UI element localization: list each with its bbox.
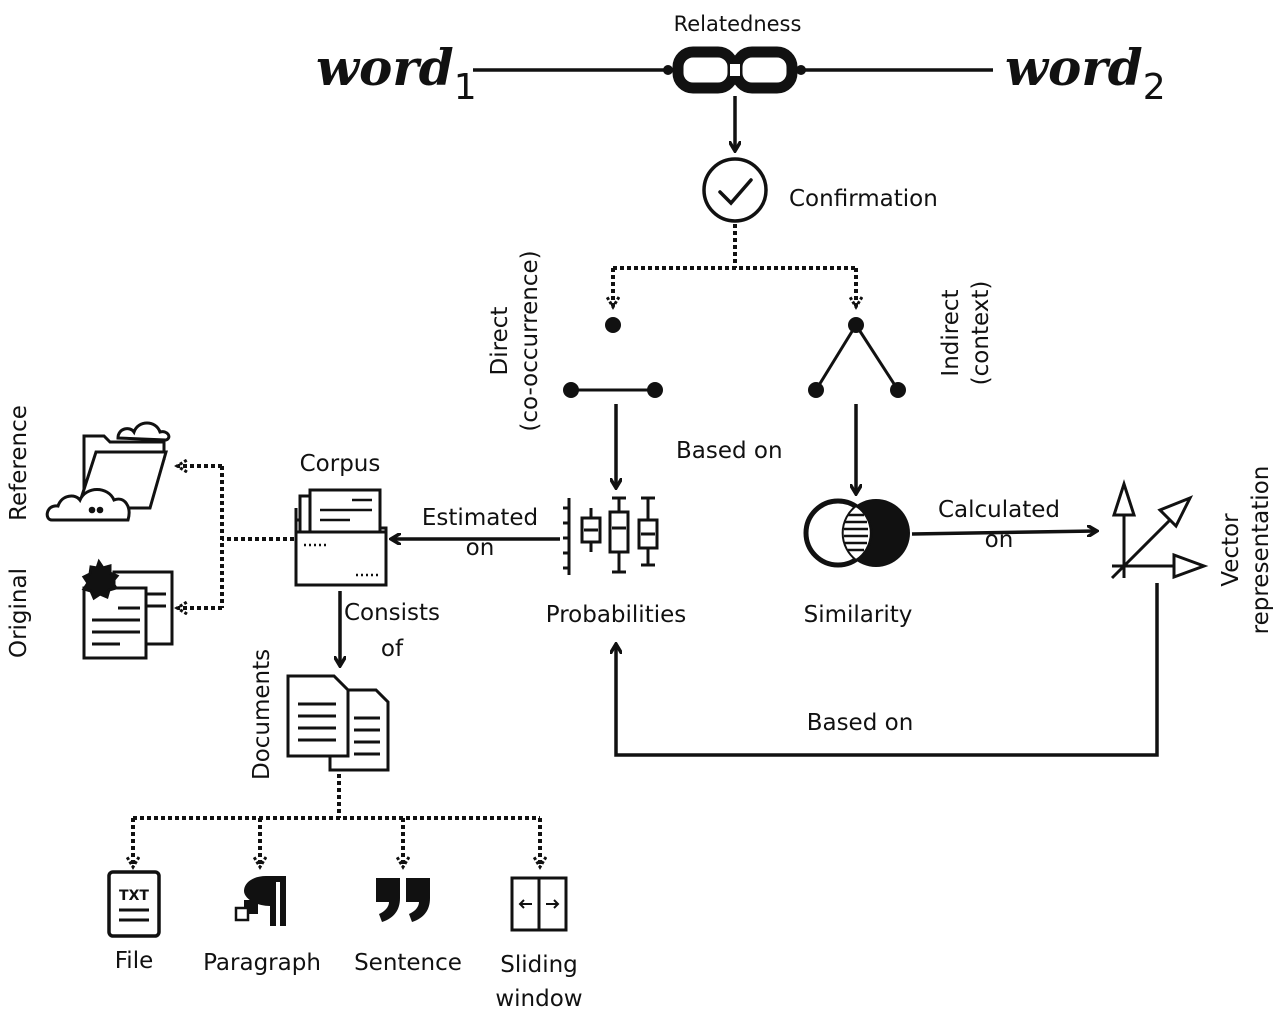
two-node-graph-icon <box>563 317 663 398</box>
file-label: File <box>114 948 154 974</box>
confirmation-split-dotted <box>613 224 856 306</box>
estimated-on-text: on <box>465 535 495 562</box>
vector-label: Vector representation <box>1218 450 1275 650</box>
sliding-window-icon <box>510 876 568 932</box>
indirect-sub-text: (context) <box>968 280 995 386</box>
probabilities-label: Probabilities <box>545 602 687 628</box>
word2-label: word2 <box>1005 38 1166 108</box>
window-text: window <box>495 986 583 1013</box>
sliding-window-label: Sliding window <box>480 952 598 1013</box>
chain-link-icon <box>663 46 806 94</box>
check-circle-icon <box>702 157 768 223</box>
indirect-label: Indirect (context) <box>938 253 998 413</box>
word1-label: word1 <box>316 38 477 108</box>
estimated-label: Estimated on <box>408 505 552 562</box>
similarity-label: Similarity <box>803 602 913 628</box>
vector-text: Vector <box>1218 513 1244 587</box>
boxplot-icon <box>563 496 659 575</box>
based-on-top-label: Based on <box>676 438 783 464</box>
relatedness-label: Relatedness <box>673 12 802 36</box>
confirmation-label: Confirmation <box>789 186 938 212</box>
pilcrow-icon <box>234 876 286 926</box>
sliding-text: Sliding <box>500 952 578 978</box>
reference-label: Reference <box>6 405 32 521</box>
three-node-graph-icon <box>808 317 906 398</box>
documents-label: Documents <box>249 648 275 780</box>
calculated-label: Calculated on <box>926 497 1072 554</box>
vector-axes-icon <box>1110 479 1209 580</box>
sentence-label: Sentence <box>354 950 462 976</box>
based-on-bottom-label: Based on <box>806 710 914 736</box>
venn-diagram-icon <box>803 498 910 568</box>
txt-file-icon <box>107 870 161 938</box>
paragraph-label: Paragraph <box>203 950 321 976</box>
similarity-to-vector-arrow <box>911 531 1096 534</box>
indirect-text: Indirect <box>938 289 964 377</box>
vector-to-probabilities-arrow <box>616 583 1159 757</box>
cloud-folder-icon <box>45 421 171 522</box>
estimated-text: Estimated <box>421 505 539 531</box>
documents-icon <box>286 674 390 772</box>
documents-split-dotted <box>133 774 540 866</box>
direct-label: Direct (co-occurrence) <box>487 226 547 456</box>
quote-icon <box>376 878 430 922</box>
consists-of-text: of <box>380 636 404 663</box>
corpus-split-dotted <box>178 466 294 608</box>
corpus-label: Corpus <box>299 451 381 477</box>
calculated-on-text: on <box>984 527 1014 554</box>
txt-badge-label: TXT <box>119 888 149 904</box>
file-folder-icon <box>294 488 388 587</box>
vector-sub-text: representation <box>1248 465 1275 635</box>
certificate-document-icon <box>81 558 174 660</box>
consists-text: Consists <box>343 600 441 626</box>
original-label: Original <box>6 568 32 659</box>
consists-label: Consists of <box>332 600 452 663</box>
direct-text: Direct <box>487 306 513 376</box>
calculated-text: Calculated <box>937 497 1061 523</box>
direct-sub-text: (co-occurrence) <box>517 250 544 432</box>
